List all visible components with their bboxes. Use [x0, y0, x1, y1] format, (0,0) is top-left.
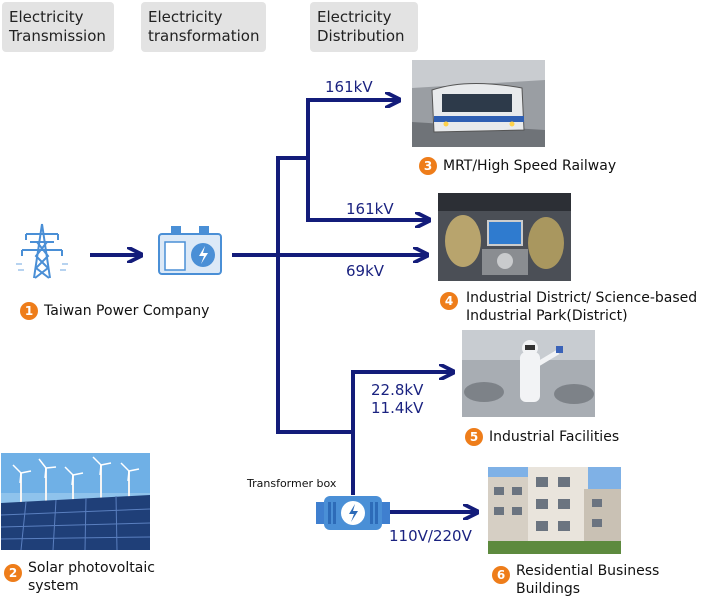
- transmission-tower-icon: [12, 220, 72, 282]
- badge-2: 2: [4, 564, 22, 582]
- voltage-mrt: 161kV: [325, 78, 373, 96]
- label-industrial-park: 4 Industrial District/ Science-based Ind…: [440, 289, 697, 325]
- substation-icon: [155, 222, 225, 278]
- label-industrial-park-line1: Industrial District/ Science-based: [466, 290, 698, 306]
- label-industrial-park-line2: Industrial Park(District): [466, 308, 628, 324]
- voltage-park-high: 161kV: [346, 200, 394, 218]
- voltage-industrial-a: 22.8kV: [371, 381, 424, 399]
- badge-5: 5: [465, 428, 483, 446]
- residential-buildings-photo: [488, 467, 621, 554]
- label-mrt: 3 MRT/High Speed Railway: [419, 157, 616, 175]
- voltage-residential: 110V/220V: [389, 527, 472, 545]
- header-distribution-line2: Distribution: [317, 27, 405, 45]
- label-residential-line2: Buildings: [516, 581, 581, 597]
- label-mrt-text: MRT/High Speed Railway: [443, 158, 617, 174]
- industrial-park-photo: [438, 193, 571, 281]
- line-main-down: [276, 255, 353, 434]
- badge-3: 3: [419, 157, 437, 175]
- header-transmission-line1: Electricity: [9, 8, 84, 26]
- label-residential: 6 Residential Business Buildings: [492, 562, 659, 598]
- label-industrial-facilities: 5 Industrial Facilities: [465, 428, 619, 446]
- line-to-mrt: [276, 100, 398, 255]
- voltage-industrial-b: 11.4kV: [371, 399, 424, 417]
- header-transmission-line2: Transmission: [9, 27, 106, 45]
- label-residential-line1: Residential Business: [516, 563, 660, 579]
- line-to-industrial: [351, 372, 452, 432]
- header-transmission: Electricity Transmission: [2, 2, 114, 52]
- badge-6: 6: [492, 566, 510, 584]
- voltage-park-low: 69kV: [346, 262, 385, 280]
- label-solar: 2 Solar photovoltaic system: [4, 559, 155, 595]
- mrt-railway-photo: [412, 60, 545, 147]
- badge-4: 4: [440, 292, 458, 310]
- industrial-facilities-photo: [462, 330, 595, 417]
- header-distribution-line1: Electricity: [317, 8, 392, 26]
- header-distribution: Electricity Distribution: [310, 2, 418, 52]
- transformer-box-label: Transformer box: [247, 477, 337, 490]
- transformer-box-icon: [314, 492, 392, 534]
- label-solar-line2: system: [28, 578, 79, 594]
- header-transformation-line1: Electricity: [148, 8, 223, 26]
- label-industrial-facilities-text: Industrial Facilities: [489, 429, 620, 445]
- line-to-park-high: [306, 158, 428, 220]
- header-transformation: Electricity transformation: [141, 2, 266, 52]
- header-transformation-line2: transformation: [148, 27, 260, 45]
- badge-1: 1: [20, 302, 38, 320]
- label-taiwan-power: 1 Taiwan Power Company: [20, 302, 209, 320]
- label-taiwan-power-text: Taiwan Power Company: [44, 303, 210, 319]
- solar-photovoltaic-photo: [1, 453, 150, 550]
- label-solar-line1: Solar photovoltaic: [28, 560, 155, 576]
